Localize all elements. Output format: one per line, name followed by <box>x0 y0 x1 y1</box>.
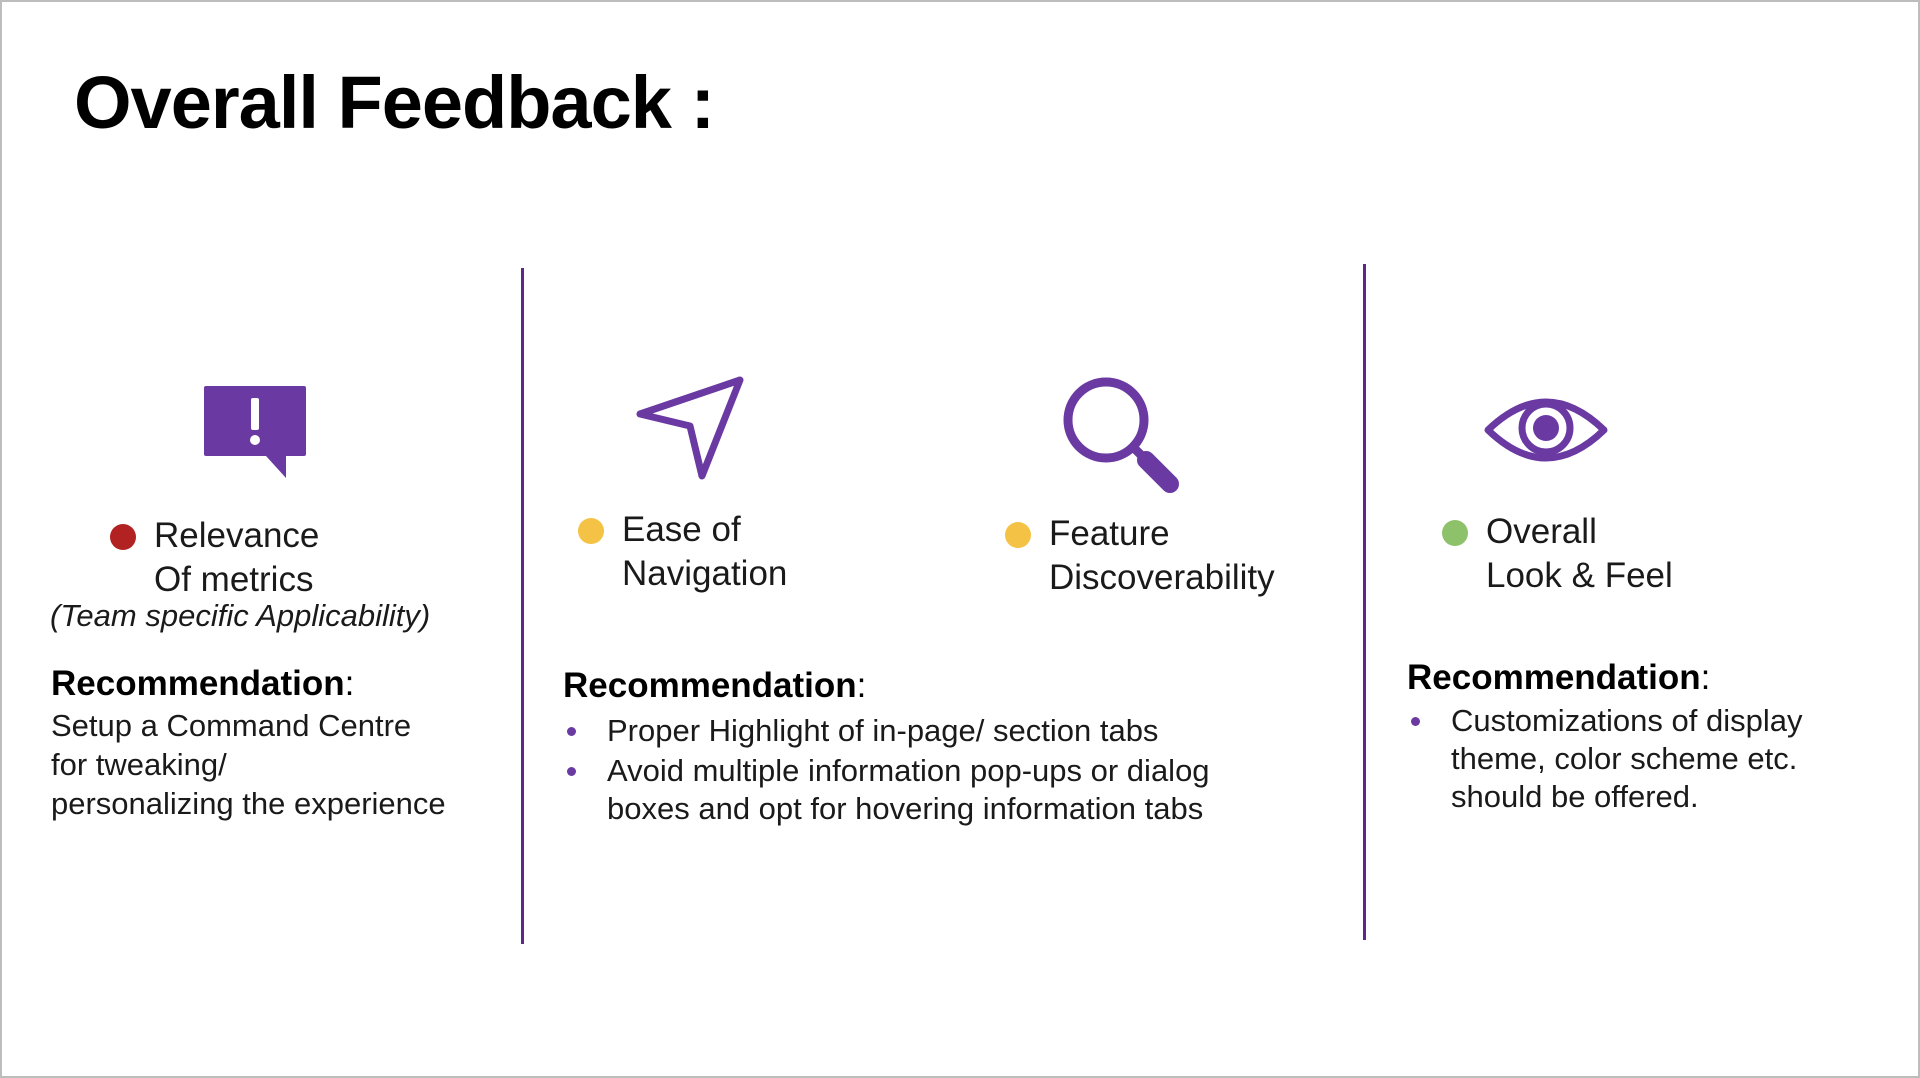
status-dot-yellow <box>578 518 604 544</box>
status-dot-red <box>110 524 136 550</box>
feedback-label: Feature Discoverability <box>1049 514 1275 597</box>
recommendation-look-and-feel: Recommendation: Customizations of displa… <box>1407 658 1803 816</box>
feedback-item-relevance: Relevance Of metrics <box>110 514 319 602</box>
feedback-label: Overall Look & Feel <box>1486 512 1673 595</box>
recommendation-heading: Recommendation: <box>1407 658 1711 697</box>
feedback-label: Ease of Navigation <box>622 510 788 593</box>
page-title: Overall Feedback : <box>74 61 715 144</box>
feedback-note: (Team specific Applicability) <box>50 598 431 633</box>
status-dot-yellow <box>1005 522 1031 548</box>
recommendation-list: Proper Highlight of in-page/ section tab… <box>563 712 1210 828</box>
recommendation-relevance: Recommendation: Setup a Command Centre f… <box>51 664 446 823</box>
navigation-arrow-icon <box>636 376 744 480</box>
recommendation-list: Customizations of display theme, color s… <box>1407 702 1803 816</box>
column-divider-right <box>1363 264 1366 940</box>
eye-icon <box>1484 398 1608 462</box>
recommendation-navigation: Recommendation: Proper Highlight of in-p… <box>563 666 1210 828</box>
list-item: Proper Highlight of in-page/ section tab… <box>563 712 1210 750</box>
recommendation-heading: Recommendation: <box>563 666 867 705</box>
list-item: Avoid multiple information pop-ups or di… <box>563 752 1210 828</box>
status-dot-green <box>1442 520 1468 546</box>
recommendation-text: Setup a Command Centre for tweaking/ per… <box>51 708 446 821</box>
alert-message-icon <box>204 386 306 478</box>
feedback-item-discoverability: Feature Discoverability <box>1005 512 1275 600</box>
recommendation-heading: Recommendation: <box>51 664 355 703</box>
feedback-item-navigation: Ease of Navigation <box>578 508 787 596</box>
list-item: Customizations of display theme, color s… <box>1407 702 1803 816</box>
column-divider-left <box>521 268 524 944</box>
feedback-label: Relevance Of metrics <box>154 516 320 599</box>
feedback-item-look-and-feel: Overall Look & Feel <box>1442 510 1673 598</box>
magnifier-icon <box>1063 377 1179 493</box>
